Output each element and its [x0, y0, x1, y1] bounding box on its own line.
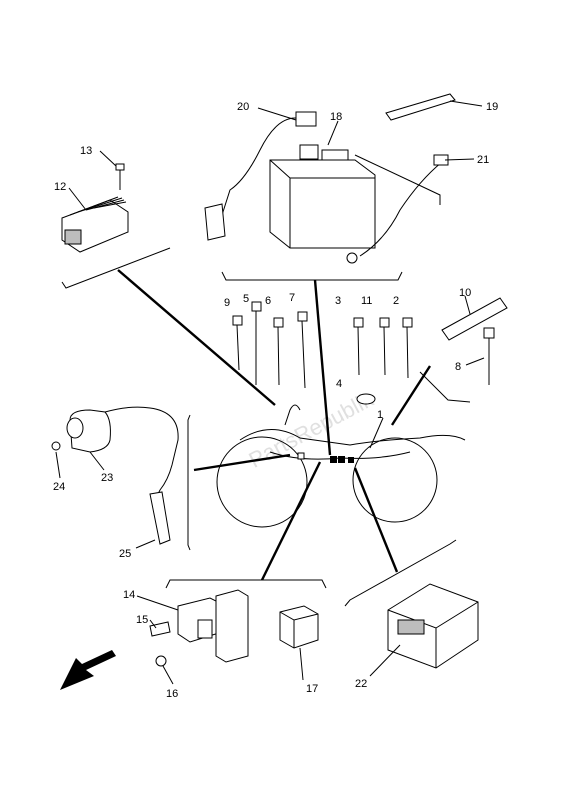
callout-8: 8 [455, 361, 461, 373]
cable-ties [232, 301, 495, 405]
callout-1: 1 [377, 409, 383, 421]
callout-labels: 1 2 3 4 5 6 7 8 9 10 11 12 13 14 15 16 1… [53, 101, 498, 700]
battery-strap-19 [385, 93, 456, 121]
callout-6: 6 [265, 295, 271, 307]
battery-cable-20 [204, 111, 317, 241]
ecu-22 [387, 583, 479, 669]
leader-lines [117, 269, 432, 581]
callout-16: 16 [166, 688, 178, 700]
callout-24: 24 [53, 481, 65, 493]
callout-15: 15 [136, 614, 148, 626]
callout-4: 4 [336, 378, 342, 390]
battery [269, 144, 441, 249]
callout-22: 22 [355, 678, 367, 690]
arrow-down-left-icon [60, 650, 116, 690]
relay-17 [279, 605, 319, 649]
callout-18: 18 [330, 111, 342, 123]
callout-11: 11 [361, 295, 372, 307]
callout-10: 10 [459, 287, 471, 299]
starter-relay [149, 589, 249, 667]
callout-25: 25 [119, 548, 131, 560]
vehicle-outline [216, 404, 466, 528]
callout-3: 3 [335, 295, 341, 307]
callout-17: 17 [306, 683, 318, 695]
rectifier-regulator [61, 163, 129, 253]
callout-2: 2 [393, 295, 399, 307]
callout-13: 13 [80, 145, 92, 157]
callout-20: 20 [237, 101, 249, 113]
ignition-coil [51, 406, 179, 545]
callout-7: 7 [289, 292, 295, 304]
group-brackets [61, 247, 471, 607]
protector-tube-10 [441, 297, 508, 341]
callout-12: 12 [54, 181, 66, 193]
callout-leaders [55, 100, 485, 685]
callout-5: 5 [243, 293, 249, 305]
callout-21: 21 [477, 154, 489, 166]
callout-19: 19 [486, 101, 498, 113]
callout-23: 23 [101, 472, 113, 484]
callout-9: 9 [224, 297, 230, 309]
battery-cable-21 [346, 154, 449, 264]
callout-14: 14 [123, 589, 135, 601]
